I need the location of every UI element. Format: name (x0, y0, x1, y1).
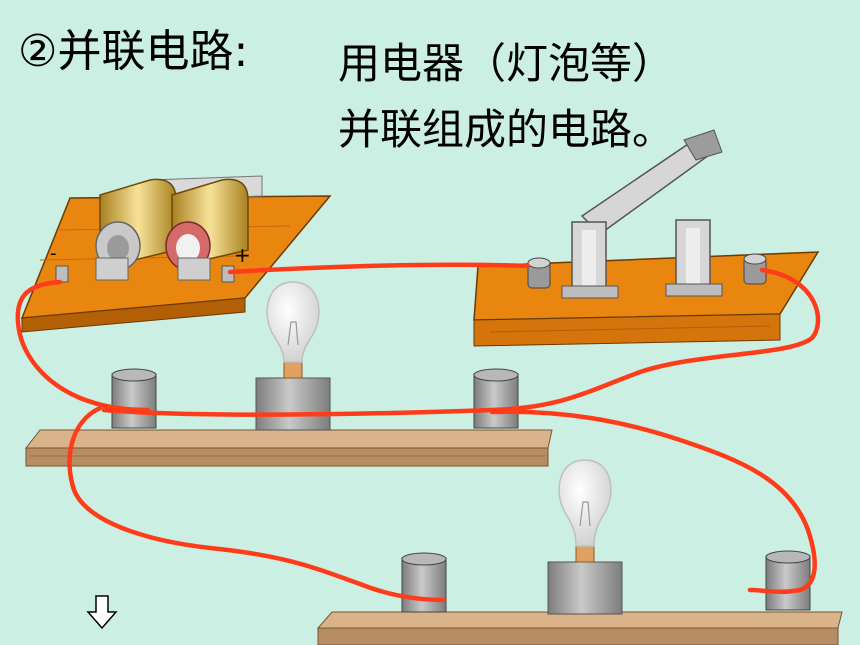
down-arrow-icon[interactable] (82, 592, 122, 632)
knife-switch-icon (561, 129, 723, 299)
light-bulb-icon (266, 281, 320, 379)
minus-terminal-label: - (50, 243, 57, 264)
light-bulb-icon (558, 459, 612, 563)
terminal-post (765, 550, 811, 611)
circuit-wires (15, 262, 821, 603)
lamp-upper (255, 281, 331, 431)
terminal-post (473, 368, 519, 429)
terminal-post (111, 368, 157, 429)
shelf-lower (316, 611, 843, 645)
knife-switch (473, 129, 820, 347)
terminal-post (401, 552, 447, 613)
plus-terminal-label: + (234, 243, 251, 267)
definition-line-2: 并联组成的电路。 (338, 105, 675, 154)
lamp-lower (547, 459, 623, 615)
battery-icon (95, 178, 249, 271)
section-title: ②并联电路: (18, 26, 249, 77)
shelf-upper (24, 429, 553, 467)
definition-line-1: 用电器（灯泡等） (338, 39, 675, 88)
battery-holder: - + (20, 175, 332, 333)
